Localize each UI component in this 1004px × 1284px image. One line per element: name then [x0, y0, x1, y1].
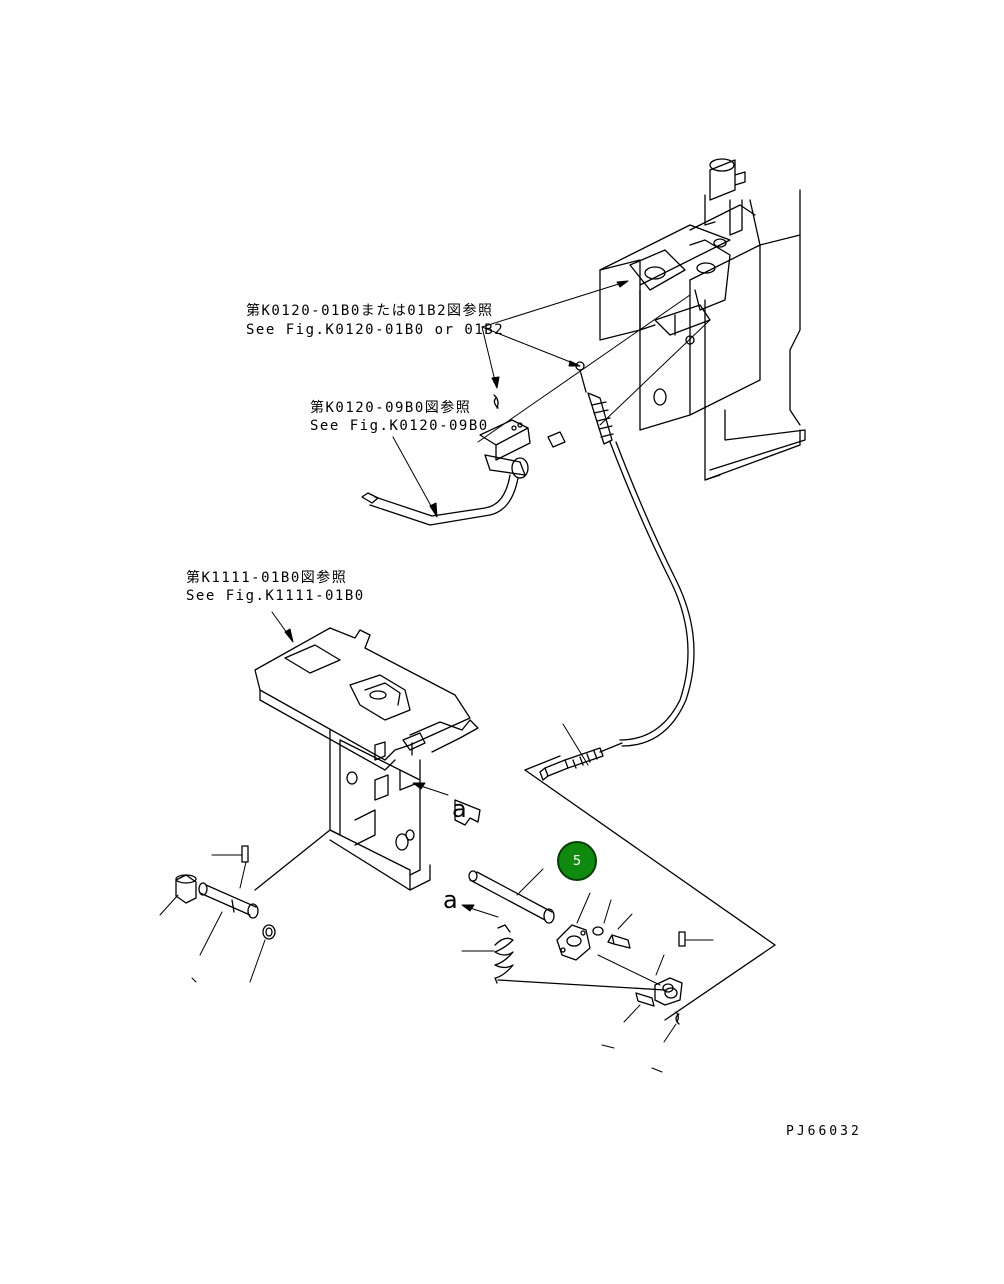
leader-k0120-09b0 [393, 437, 437, 517]
ref-label-k0120-01b0-en: See Fig.K0120-01B0 or 01B2 [246, 322, 505, 338]
ref-label-k1111-01b0-jp: 第K1111-01B0図参照 [186, 570, 348, 586]
control-cable [525, 362, 775, 945]
part-callout-5[interactable]: 5 [557, 841, 597, 881]
drawing-code: PJ66032 [786, 1124, 862, 1139]
leader-k1111-01b0 [272, 612, 293, 642]
shaft-and-spring [462, 869, 665, 990]
view-marker-upper: a [452, 795, 467, 823]
ref-label-k0120-09b0-jp: 第K0120-09B0図参照 [310, 400, 472, 416]
ref-label-k0120-01b0-jp: 第K0120-01B0または01B2図参照 [246, 303, 494, 319]
leader-cable [563, 724, 588, 765]
view-marker-lower: a [443, 886, 458, 914]
lower-bracket-parts [192, 893, 775, 1072]
floor-plate-assembly [255, 628, 480, 890]
leader-lines-upper [478, 281, 710, 442]
upper-bracket-assembly [600, 159, 805, 480]
view-arrows [413, 783, 498, 917]
lever-assembly [362, 395, 565, 525]
ref-label-k1111-01b0-en: See Fig.K1111-01B0 [186, 588, 365, 604]
ref-label-k0120-09b0-en: See Fig.K0120-09B0 [310, 418, 489, 434]
pin-parts [160, 846, 275, 982]
